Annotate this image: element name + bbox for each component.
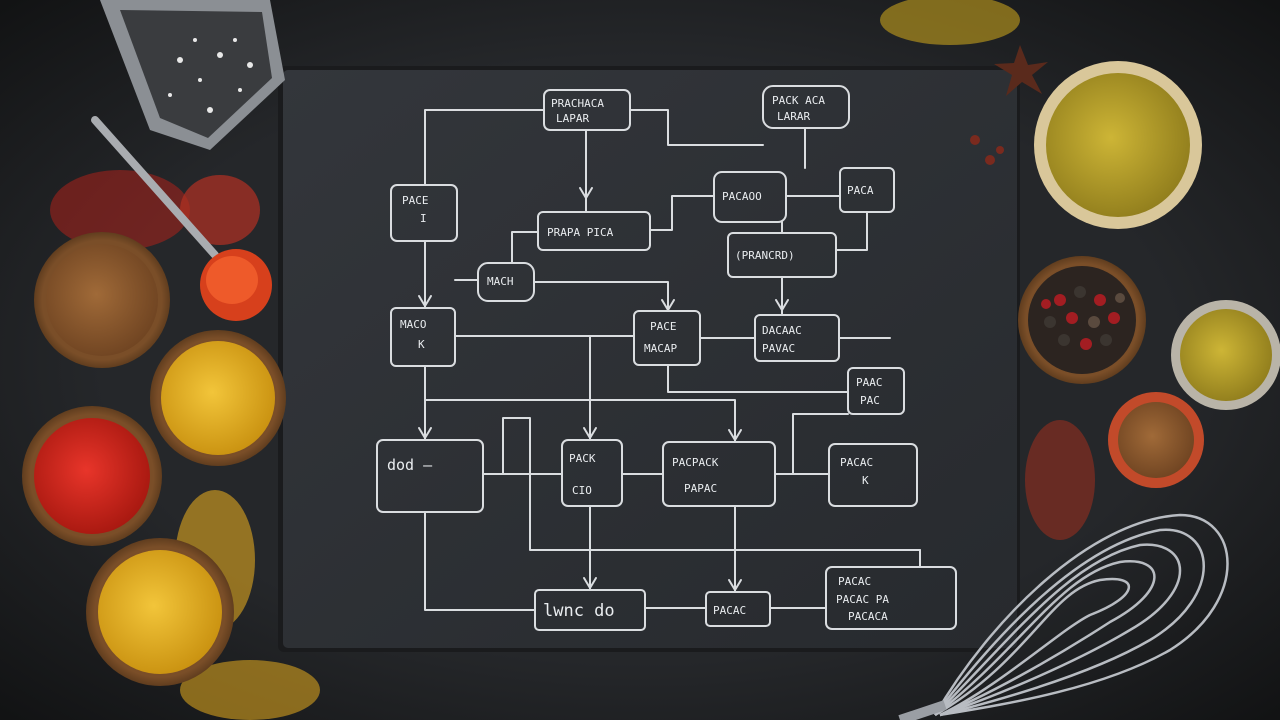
chalk-box-19 (825, 566, 957, 630)
chalk-label: PACE (650, 320, 677, 333)
slate-board (278, 66, 1020, 652)
chalk-label: PACA (847, 184, 874, 197)
chalk-label: PAC (860, 394, 880, 407)
cloves (970, 135, 1004, 165)
chalk-label: MACO (400, 318, 427, 331)
chalk-flowchart (376, 85, 957, 631)
bowl-mustard (86, 538, 234, 686)
bowl-turmeric (150, 330, 286, 466)
chalk-label: LAPAR (556, 112, 589, 125)
salt-pan (100, 0, 285, 150)
bowl-curry-small (1171, 300, 1280, 410)
bowl-cumin (34, 232, 170, 368)
bowl-curry (1034, 61, 1202, 229)
chalk-label: LARAR (777, 110, 810, 123)
chalk-label: MACAP (644, 342, 677, 355)
chalk-label: PACAC (840, 456, 873, 469)
bowl-chili (22, 406, 162, 546)
chalk-label: CIO (572, 484, 592, 497)
chalk-label: K (418, 338, 425, 351)
chalk-label: PAVAC (762, 342, 795, 355)
chalk-label: PAPAC (684, 482, 717, 495)
chalk-label: PACK (569, 452, 596, 465)
chalk-label: PACAC PA (836, 593, 889, 606)
chalk-label: K (862, 474, 869, 487)
chalk-labels: PRACHACA LAPAR PACK ACA LARAR PACE I PRA… (387, 94, 889, 623)
bowl-peppercorns (1018, 256, 1146, 384)
spilled-powders (50, 0, 1095, 720)
chalk-label: PAAC (856, 376, 883, 389)
chalk-label: PACK ACA (772, 94, 825, 107)
chalk-label: DACAAC (762, 324, 802, 337)
spoon (91, 116, 272, 321)
whisk (898, 513, 1229, 720)
bowl-spice-small (1108, 392, 1204, 488)
chalk-label: (PRANCRD) (735, 249, 795, 262)
chalk-label: I (420, 212, 427, 225)
chalk-label: MACH (487, 275, 514, 288)
chalk-label: PACAC (713, 604, 746, 617)
chalk-label: PRAPA PICA (547, 226, 614, 239)
star-anise (994, 45, 1048, 96)
chalk-label: PACE (402, 194, 429, 207)
chalk-label: PRACHACA (551, 97, 604, 110)
chalk-label: lwnc do (543, 601, 615, 621)
chalk-label: PACACA (848, 610, 888, 623)
chalk-label: PACAOO (722, 190, 762, 203)
chalk-label: dod — (387, 456, 433, 474)
chalk-label: PACPACK (672, 456, 719, 469)
chalk-label: PACAC (838, 575, 871, 588)
chalk-box-13 (376, 439, 484, 513)
